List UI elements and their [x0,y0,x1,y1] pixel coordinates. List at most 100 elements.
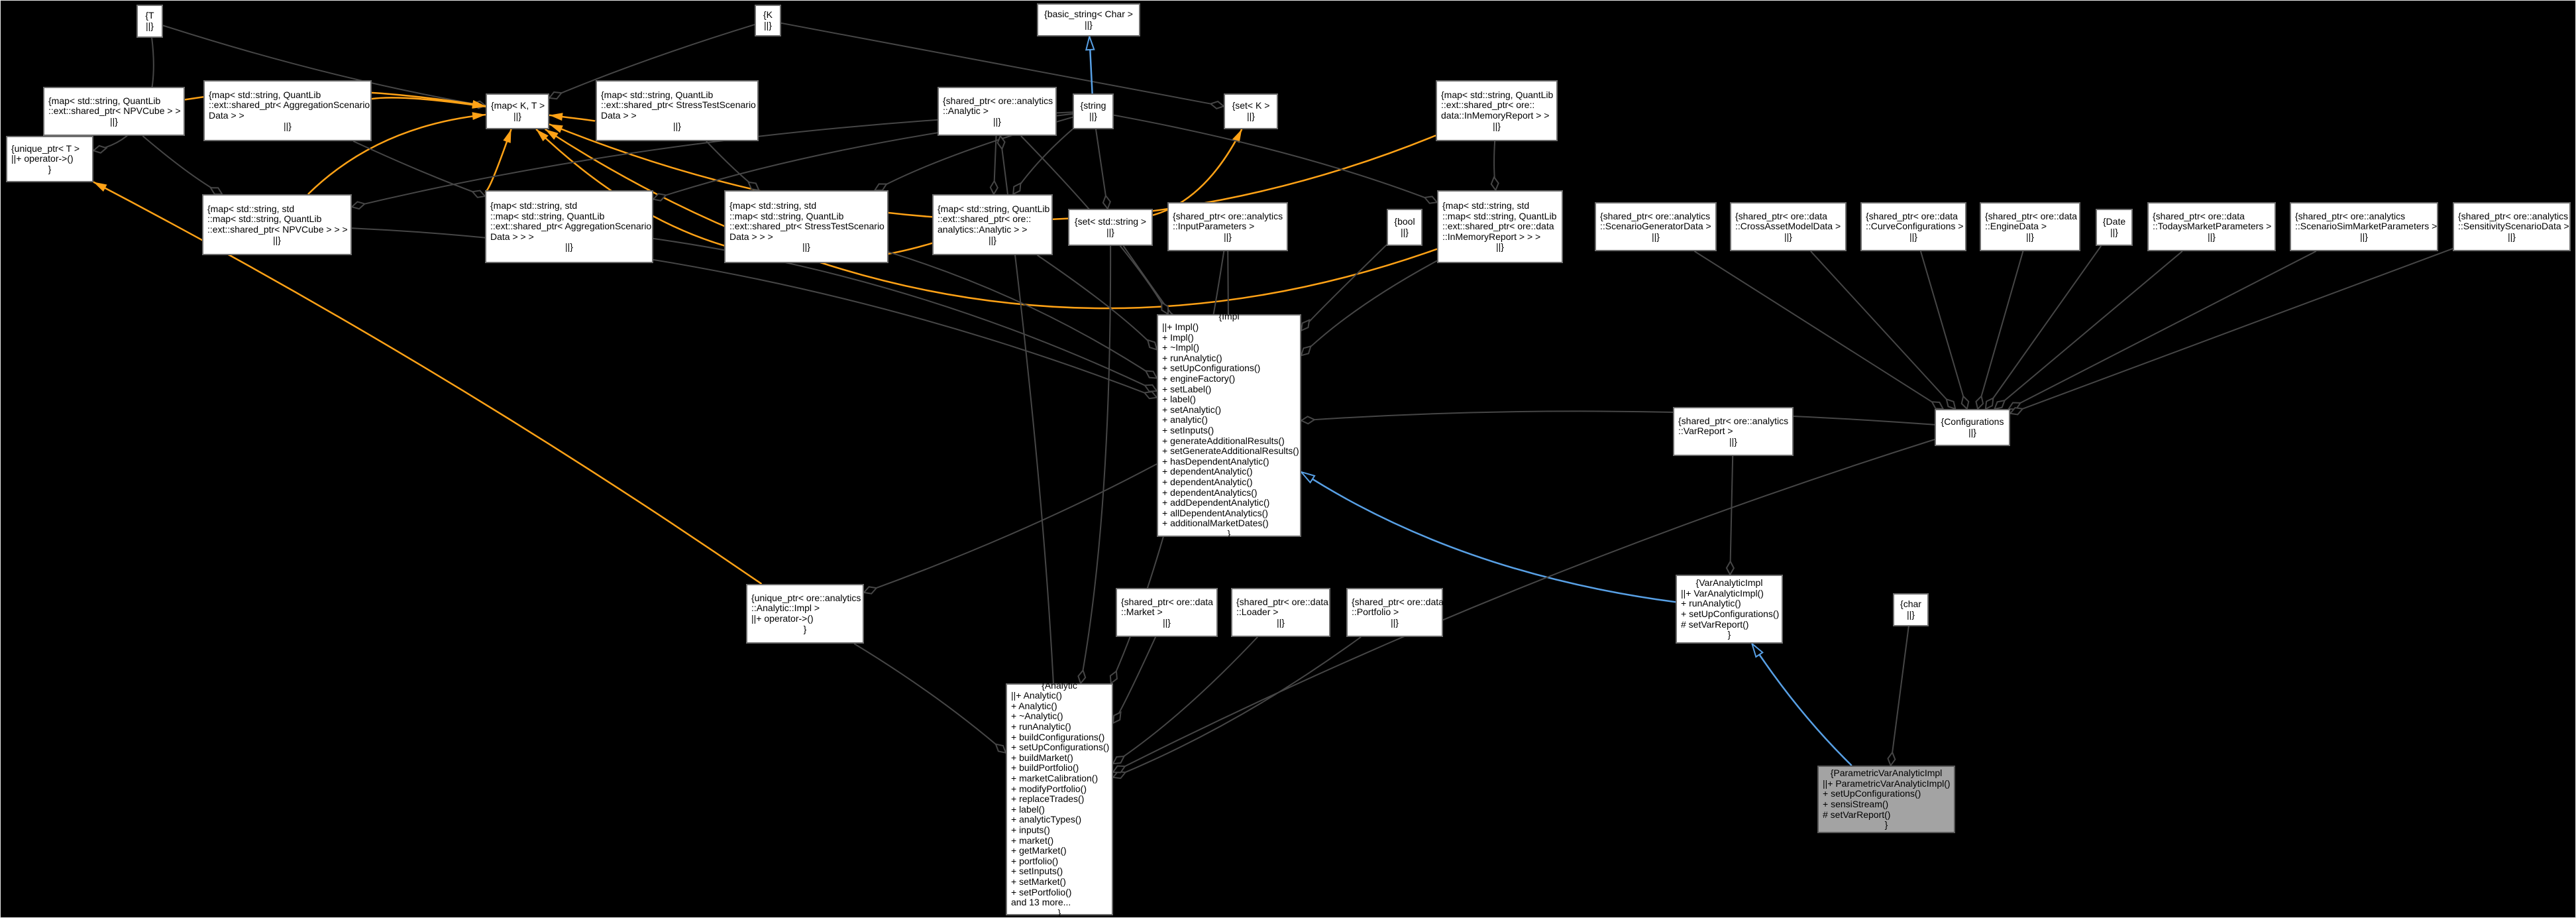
class-node-sp_market[interactable]: {shared_ptr< ore::data::Market >||} [1116,588,1218,637]
class-node-sp_sensscen[interactable]: {shared_ptr< ore::analytics::Sensitivity… [2453,202,2571,251]
class-node-impl[interactable]: {Impl||+ Impl()+ Impl()+ ~Impl()+ runAna… [1157,312,1301,539]
node-text-line: {shared_ptr< ore::data [1236,596,1328,607]
node-text-line: ||} [993,115,1001,127]
node-text-line: ::ext::shared_ptr< AggregationScenario [209,99,370,111]
class-node-unique_ptr_T[interactable]: {unique_ptr< T >||+ operator->()} [6,136,93,182]
node-text-line: ||} [1968,427,1976,437]
node-text-line: ::EngineData > [1985,221,2047,232]
node-text-line: ||} [1909,231,1917,242]
class-node-sp_inputparams[interactable]: {shared_ptr< ore::analytics::InputParame… [1167,202,1288,251]
class-node-bool[interactable]: {bool||} [1387,209,1422,246]
node-text-line: {shared_ptr< ore::data [1866,210,1958,221]
node-text-line: ||} [2026,231,2034,242]
node-text-line: {map< std::string, QuantLib [601,89,714,100]
class-node-mapmap_stress[interactable]: {map< std::string, std::map< std::string… [724,190,888,263]
class-node-parametric[interactable]: {ParametricVarAnalyticImpl||+ Parametric… [1817,766,1955,833]
node-text-line: + setUpConfigurations() [1162,363,1261,374]
node-text-line: } [48,163,52,174]
class-node-mapmap_aggscen[interactable]: {map< std::string, std::map< std::string… [485,190,653,263]
edge-member-sp_sensscen-to-configurations [2010,248,2453,414]
node-text-line: ::map< std::string, QuantLib [207,213,322,225]
edge-member-sp_market-to-analytic [1113,636,1157,723]
node-text-line: + setUpConfigurations() [1011,742,1110,753]
node-text-line: + label() [1011,803,1045,815]
class-node-analytic[interactable]: {Analytic||+ Analytic()+ Analytic()+ ~An… [1006,680,1113,917]
class-node-sp_todaysmkt[interactable]: {shared_ptr< ore::data::TodaysMarketPara… [2147,202,2276,251]
class-node-mapmap_inmem[interactable]: {map< std::string, std::map< std::string… [1437,190,1563,263]
node-text-line: + dependentAnalytics() [1162,487,1258,498]
node-text-line: ||} [565,241,573,253]
class-node-T[interactable]: {T||} [136,5,163,38]
class-node-sp_crossasset[interactable]: {shared_ptr< ore::data::CrossAssetModelD… [1730,202,1847,251]
class-node-sp_varreport[interactable]: {shared_ptr< ore::analytics::VarReport >… [1673,407,1794,456]
class-node-configurations[interactable]: {Configurations||} [1935,409,2010,446]
edge-template-set_string-to-set_K [1152,129,1243,216]
node-text-line: ||+ VarAnalyticImpl() [1681,587,1764,599]
class-node-char[interactable]: {char||} [1893,593,1929,626]
node-text-line: Data > > [601,110,637,121]
class-node-sp_enginedata[interactable]: {shared_ptr< ore::data::EngineData >||} [1980,202,2080,251]
class-node-map_aggscen[interactable]: {map< std::string, QuantLib::ext::shared… [203,80,372,141]
node-text-line: ::map< std::string, QuantLib [1442,210,1557,221]
class-node-varanalyticimpl[interactable]: {VarAnalyticImpl||+ VarAnalyticImpl()+ r… [1676,575,1783,644]
node-text-line: ::ext::shared_ptr< AggregationScenario [490,221,652,232]
node-text-line: + Impl() [1162,331,1194,343]
class-node-sp_loader[interactable]: {shared_ptr< ore::data::Loader >||} [1231,588,1330,637]
node-text-line: ||} [1089,111,1097,121]
class-node-map_KT[interactable]: {map< K, T >||} [486,93,549,129]
node-text-line: ::ext::shared_ptr< StressTestScenario [601,99,756,111]
node-text-line: ::Portfolio > [1352,606,1399,618]
node-text-line: # setVarReport() [1681,618,1749,630]
node-text-line: {shared_ptr< ore::analytics [1600,210,1711,221]
node-text-line: {set< K > [1232,100,1270,111]
class-node-date[interactable]: {Date||} [2096,209,2133,246]
class-node-basic_string[interactable]: {basic_string< Char >||} [1037,3,1140,36]
node-text-line: {map< K, T > [491,100,545,111]
node-text-line: + setInputs() [1011,866,1063,877]
edge-member-string-to-mapmap_inmem [1113,114,1437,203]
node-text-line: {bool [1394,216,1415,227]
node-text-line: {ParametricVarAnalyticImpl [1830,768,1943,779]
class-node-sp_scensim[interactable]: {shared_ptr< ore::analytics::ScenarioSim… [2290,202,2438,251]
class-node-string[interactable]: {string||} [1073,93,1114,129]
class-node-K[interactable]: {K||} [755,5,781,36]
node-text-line: {map< std::string, QuantLib [938,203,1050,214]
node-text-line: ::Analytic::Impl > [751,602,820,614]
node-text-line: ||} [1163,616,1171,628]
class-node-sp_curveconfig[interactable]: {shared_ptr< ore::data::CurveConfigurati… [1860,202,1966,251]
class-node-sp_scengendata[interactable]: {shared_ptr< ore::analytics::ScenarioGen… [1595,202,1717,251]
edge-member-K-to-map_KT [549,24,755,98]
edge-member-sp_scengendata-to-configurations [1693,251,1943,409]
class-node-map_analytic[interactable]: {map< std::string, QuantLib::ext::shared… [932,194,1053,255]
class-node-map_npvcube[interactable]: {map< std::string, QuantLib::ext::shared… [43,87,185,136]
edge-member-sp_analytic-to-map_analytic [994,135,996,194]
node-text-line: ::Market > [1121,606,1163,618]
node-text-line: ::map< std::string, QuantLib [490,210,605,221]
class-node-set_K[interactable]: {set< K >||} [1224,93,1278,129]
node-text-line: {shared_ptr< ore::data [1985,210,2077,221]
node-text-line: {shared_ptr< ore::data [1352,596,1444,607]
node-text-line: ::VarReport > [1678,426,1733,437]
edge-template-map_aggscen-to-map_KT [371,97,486,109]
node-text-line: + replaceTrades() [1011,793,1085,805]
edge-member-configurations-to-analytic [1113,439,1935,772]
node-text-line: {Configurations [1941,416,2004,428]
class-node-up_analytic_impl[interactable]: {unique_ptr< ore::analytics::Analytic::I… [746,584,864,644]
node-text-line: + modifyPortfolio() [1011,783,1087,794]
class-node-map_inmem[interactable]: {map< std::string, QuantLib::ext::shared… [1436,80,1558,141]
class-node-sp_portfolio[interactable]: {shared_ptr< ore::data::Portfolio >||} [1346,588,1444,637]
edge-member-sp_curveconfig-to-configurations [1919,251,1967,409]
class-node-map_stress[interactable]: {map< std::string, QuantLib::ext::shared… [596,80,759,141]
node-text-line: + allDependentAnalytics() [1162,507,1268,518]
edge-member-sp_loader-to-analytic [1113,636,1258,764]
node-text-line: ::CurveConfigurations > [1866,221,1964,232]
class-node-mapmap_npvcube[interactable]: {map< std::string, std::map< std::string… [202,194,352,255]
node-text-line: {shared_ptr< ore::data [2153,210,2245,221]
edge-template-up_analytic_impl-to-unique_ptr_T [93,181,763,585]
node-text-line: ||} [1652,231,1660,242]
edge-member-mapmap_inmem-to-impl [1301,260,1438,355]
class-node-sp_analytic[interactable]: {shared_ptr< ore::analytics::Analytic >|… [938,87,1057,136]
node-text-line: {shared_ptr< ore::analytics [2295,210,2406,221]
class-node-set_string[interactable]: {set< std::string >||} [1068,209,1153,246]
